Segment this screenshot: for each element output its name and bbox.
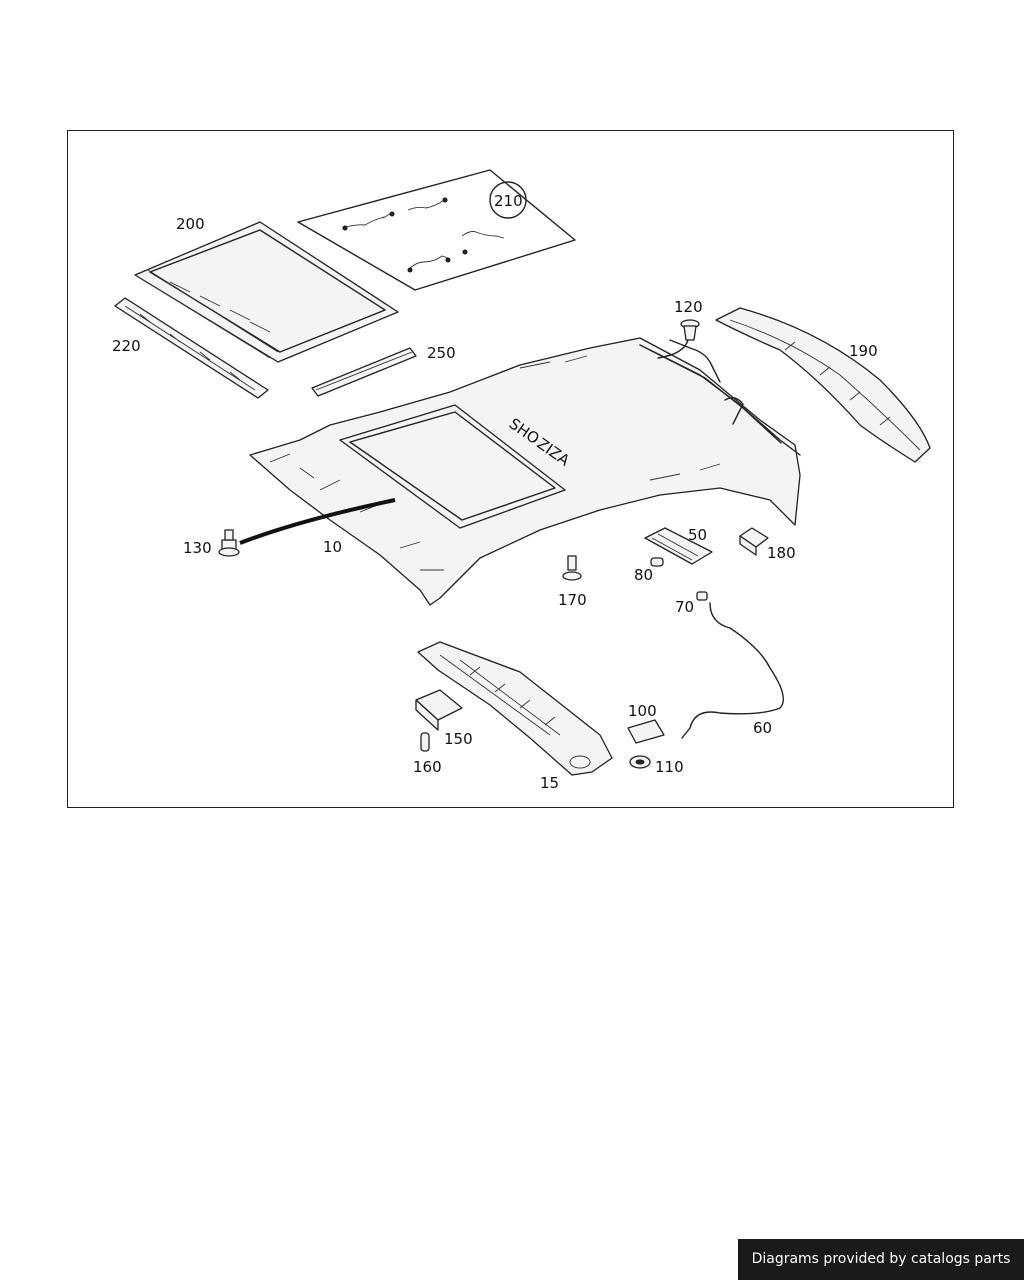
part-10-headliner: SHO ZIZA: [249, 337, 801, 606]
part-130-clip: [218, 498, 396, 557]
callout-80: 80: [634, 566, 653, 584]
callout-190: 190: [849, 342, 878, 360]
callout-130: 130: [183, 539, 212, 557]
part-100-module: [627, 719, 665, 744]
callout-250: 250: [427, 344, 456, 362]
callout-50: 50: [688, 526, 707, 544]
callout-60: 60: [753, 719, 772, 737]
callout-70: 70: [675, 598, 694, 616]
part-150-switch: [415, 689, 463, 731]
callout-10: 10: [323, 538, 342, 556]
part-110-ring: [629, 755, 651, 769]
callout-150: 150: [444, 730, 473, 748]
callout-120: 120: [674, 298, 703, 316]
part-210-wiring-set: [297, 169, 576, 291]
callout-200: 200: [176, 215, 205, 233]
part-15-console: [417, 641, 613, 776]
part-200-sunblind: [134, 221, 399, 363]
callout-110: 110: [655, 758, 684, 776]
callout-170: 170: [558, 591, 587, 609]
part-190-rear-trim: [715, 307, 931, 463]
part-80-bulb: [650, 557, 664, 567]
part-180-block: [739, 527, 769, 556]
part-250-seal: [311, 347, 417, 397]
callout-210: 210: [494, 192, 523, 210]
part-120-clip: [657, 319, 700, 359]
callout-160: 160: [413, 758, 442, 776]
callout-180: 180: [767, 544, 796, 562]
diagram-frame: [67, 130, 954, 808]
callout-100: 100: [628, 702, 657, 720]
part-160-bulb: [420, 732, 430, 752]
part-220-strip: [114, 297, 269, 399]
credit-banner: Diagrams provided by catalogs parts: [738, 1239, 1024, 1280]
callout-220: 220: [112, 337, 141, 355]
part-60-cable: [681, 591, 784, 739]
part-50-lamp: [644, 527, 713, 565]
part-170-bolt: [562, 555, 582, 581]
callout-15: 15: [540, 774, 559, 792]
